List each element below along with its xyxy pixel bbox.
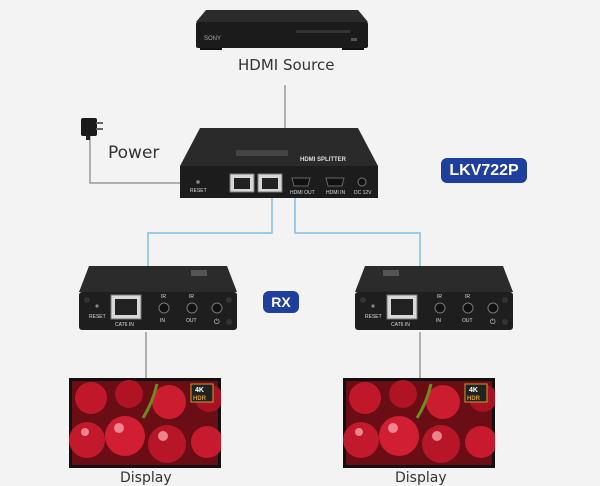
rx-right-ir-in-top: IR: [437, 294, 442, 300]
rx-left-power-icon: ⏻: [214, 318, 220, 326]
splitter-dc-label: DC 12V: [354, 190, 372, 196]
display-left-4k-tag: 4K: [195, 387, 204, 394]
display-right: 4K HDR: [343, 378, 495, 468]
rx-badge: RX: [263, 291, 299, 313]
power-adapter-icon: [76, 114, 104, 140]
rx-right-ir-out-top: IR: [465, 294, 470, 300]
rx-left-ir-out-label: OUT: [186, 318, 197, 324]
display-right-label: Display: [395, 470, 447, 486]
rx-left-ir-out-top: IR: [189, 294, 194, 300]
source-brand: SONY: [204, 36, 221, 42]
display-left-label: Display: [120, 470, 172, 486]
rx-right-ir-in-label: IN: [436, 318, 441, 324]
rx-left-ir-in-top: IR: [161, 294, 166, 300]
rx-right-reset-label: RESET: [365, 314, 382, 320]
display-right-hdr-tag: HDR: [467, 396, 481, 402]
rx-right-ir-out-label: OUT: [462, 318, 473, 324]
splitter-hdmi-in-label: HDMI IN: [326, 190, 346, 196]
receiver-right: RESET CAT6 IN IR IN IR OUT ⏻: [355, 266, 513, 332]
rx-right-power-icon: ⏻: [490, 318, 496, 326]
power-label: Power: [108, 143, 159, 163]
rx-left-cat6-label: CAT6 IN: [115, 322, 134, 328]
display-left-hdr-tag: HDR: [193, 396, 207, 402]
wire-cat6-right: [295, 198, 420, 270]
splitter-hdmi-out-label: HDMI OUT: [290, 190, 315, 196]
display-left: 4K HDR: [69, 378, 221, 468]
rx-right-cat6-label: CAT6 IN: [391, 322, 410, 328]
splitter-panel-text: HDMI SPLITTER: [300, 157, 347, 163]
display-right-4k-tag: 4K: [469, 387, 478, 394]
splitter-reset-label: RESET: [190, 188, 207, 194]
rx-left-reset-label: RESET: [89, 314, 106, 320]
model-badge: LKV722P: [441, 158, 527, 183]
hdmi-source-device: SONY: [196, 10, 368, 52]
rx-left-ir-in-label: IN: [160, 318, 165, 324]
hdmi-source-label: HDMI Source: [238, 56, 334, 74]
hdmi-splitter-device: HDMI SPLITTER RESET HDMI OUT HDMI IN DC …: [180, 128, 378, 200]
receiver-left: RESET CAT6 IN IR IN IR OUT ⏻: [79, 266, 237, 332]
wire-cat6-left: [148, 198, 272, 270]
